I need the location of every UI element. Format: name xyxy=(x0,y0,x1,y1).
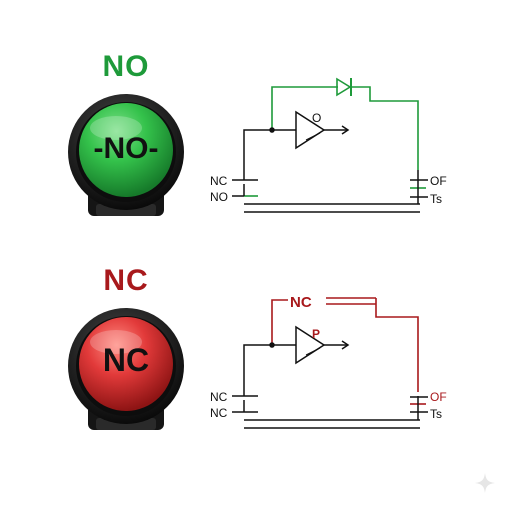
no-heading: NO xyxy=(102,50,150,83)
nc-right-label-2: Ts xyxy=(430,407,442,421)
nc-right-label-1: OF xyxy=(430,390,447,404)
diode-icon xyxy=(336,77,352,97)
nc-gate-symbol xyxy=(295,325,326,365)
nc-gate-label: P xyxy=(312,327,320,341)
no-gate-label: O xyxy=(312,111,321,125)
nc-push-button[interactable]: NC xyxy=(66,306,186,436)
nc-feedback-wire xyxy=(271,297,426,405)
nc-terminal-label-2: NC xyxy=(210,406,228,420)
no-terminal-label-1: NC xyxy=(210,174,228,188)
nc-button-graphic xyxy=(68,308,184,430)
no-button-label: -NO- xyxy=(93,132,159,165)
nc-button-label: NC xyxy=(102,342,150,378)
nc-schematic: NC P NC NC OF Ts xyxy=(210,294,447,429)
no-gate-symbol xyxy=(295,110,326,150)
no-right-label-2: Ts xyxy=(430,192,442,206)
nc-terminal-label-1: NC xyxy=(210,390,228,404)
no-terminal-label-2: NO xyxy=(210,190,228,204)
no-push-button[interactable]: -NO- xyxy=(66,92,186,222)
no-right-label-1: OF xyxy=(430,174,447,188)
nc-wire-label: NC xyxy=(290,294,312,311)
no-button-graphic xyxy=(68,94,184,216)
no-schematic: O NC NO OF Ts xyxy=(210,77,447,213)
no-feedback-wire xyxy=(244,86,426,197)
sparkle-icon xyxy=(475,473,495,493)
nc-heading: NC xyxy=(103,264,149,297)
